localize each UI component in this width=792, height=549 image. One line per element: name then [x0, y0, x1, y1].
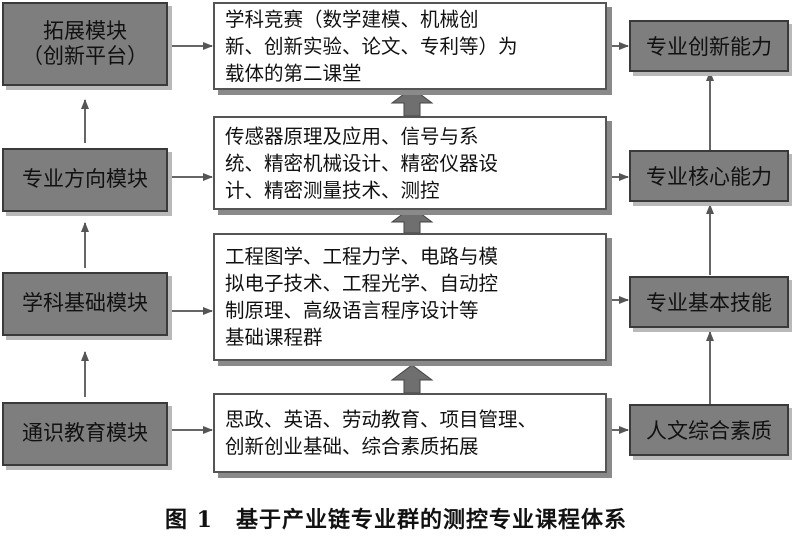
module-foundation: 学科基础模块: [2, 272, 168, 336]
courses-direction: 传感器原理及应用、信号与系 统、精密机械设计、精密仪器设 计、精密测量技术、测控: [213, 116, 607, 210]
courses-competition-text: 学科竞赛（数学建模、机械创 新、创新实验、论文、专利等）为 载体的第二课堂: [225, 7, 518, 85]
module-general: 通识教育模块: [2, 402, 168, 466]
ability-core: 专业核心能力: [629, 150, 789, 202]
ability-humanities: 人文综合素质: [629, 404, 789, 456]
block-arrow-direction-to-competition: [390, 87, 434, 117]
module-expansion: 拓展模块 （创新平台）: [2, 2, 168, 86]
courses-foundation: 工程图学、工程力学、电路与模 拟电子技术、工程光学、自动控 制原理、高级语言程序…: [213, 233, 607, 361]
course-system-diagram: 拓展模块 （创新平台） 专业方向模块 学科基础模块 通识教育模块 学科竞赛（数学…: [2, 2, 789, 473]
ability-innovation: 专业创新能力: [629, 20, 789, 72]
block-arrow-general-to-foundation: [390, 364, 434, 394]
courses-competition: 学科竞赛（数学建模、机械创 新、创新实验、论文、专利等）为 载体的第二课堂: [213, 2, 607, 90]
connector-arrows: [81, 42, 714, 434]
courses-general: 思政、英语、劳动教育、项目管理、 创新创业基础、综合素质拓展: [213, 393, 607, 473]
figure-caption: 图 1 基于产业链专业群的测控专业课程体系: [165, 507, 627, 533]
courses-foundation-text: 工程图学、工程力学、电路与模 拟电子技术、工程光学、自动控 制原理、高级语言程序…: [225, 245, 499, 349]
ability-basic: 专业基本技能: [629, 276, 789, 328]
courses-general-text: 思政、英语、劳动教育、项目管理、 创新创业基础、综合素质拓展: [225, 408, 538, 458]
courses-direction-text: 传感器原理及应用、信号与系 统、精密机械设计、精密仪器设 计、精密测量技术、测控: [225, 124, 499, 202]
block-arrow-foundation-to-direction: [390, 206, 434, 234]
module-direction: 专业方向模块: [2, 148, 168, 212]
